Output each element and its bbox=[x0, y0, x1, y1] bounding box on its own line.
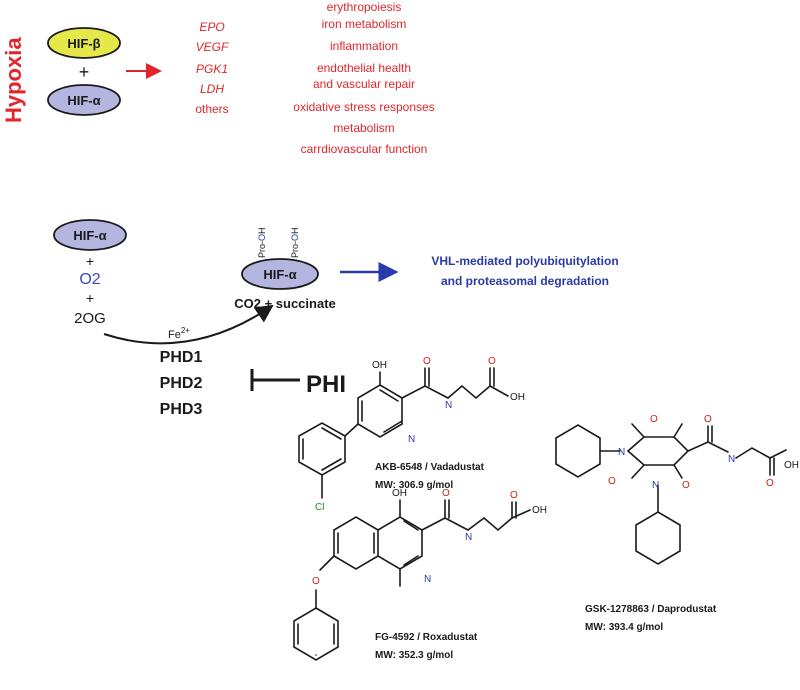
daprodustat-structure: N O O N O O N O OH bbox=[555, 414, 799, 565]
hif-alpha-node-top bbox=[47, 84, 121, 116]
atom-label: N bbox=[728, 454, 735, 465]
pro-label: Pro bbox=[290, 244, 300, 258]
hydroxy-o: O bbox=[257, 234, 267, 241]
atom-label: N bbox=[445, 400, 452, 411]
atom-label: O bbox=[510, 490, 518, 501]
atom-label: OH bbox=[510, 392, 525, 403]
function-item: inflammation bbox=[330, 39, 398, 53]
atom-label: N bbox=[652, 480, 659, 491]
daprodustat-mw: MW: 393.4 g/mol bbox=[585, 622, 663, 633]
vhl-degradation-line2: and proteasomal degradation bbox=[441, 274, 609, 288]
function-item: and vascular repair bbox=[313, 77, 415, 91]
target-gene: EPO bbox=[199, 20, 224, 34]
atom-label: O bbox=[423, 356, 431, 367]
hif-functions: erythropoiesis iron metabolism inflammat… bbox=[293, 0, 434, 156]
oxygen-label: O2 bbox=[79, 271, 100, 288]
hif-alpha-label-hydroxylated: HIF-α bbox=[263, 267, 296, 282]
atom-label: N bbox=[408, 434, 415, 445]
vadadustat-name: AKB-6548 / Vadadustat bbox=[375, 462, 485, 473]
two-og-label: 2OG bbox=[74, 310, 106, 327]
hydroxy-h: H bbox=[290, 227, 300, 234]
function-item: endothelial health bbox=[317, 61, 411, 75]
atom-label: O bbox=[442, 488, 450, 499]
hypoxia-label: Hypoxia bbox=[1, 37, 26, 123]
hif-beta-node bbox=[47, 27, 121, 59]
atom-label: O bbox=[704, 414, 712, 425]
atom-label: N bbox=[618, 447, 625, 458]
hydroxy-h: H bbox=[257, 227, 267, 234]
roxadustat-structure: OH O N O OH N O bbox=[293, 488, 547, 661]
vhl-degradation-line1: VHL-mediated polyubiquitylation bbox=[431, 254, 618, 268]
target-gene: VEGF bbox=[196, 40, 229, 54]
atom-label: N bbox=[424, 574, 431, 585]
phd-enzymes: PHD1 PHD2 PHD3 bbox=[160, 349, 203, 418]
atom-label: Cl bbox=[315, 502, 324, 513]
atom-label: O bbox=[650, 414, 658, 425]
hif-alpha-node-hydroxylated bbox=[241, 258, 319, 290]
function-item: oxidative stress responses bbox=[293, 100, 434, 114]
pro-oh-2: Pro-OH bbox=[290, 227, 300, 258]
atom-label: OH bbox=[784, 460, 799, 471]
function-item: iron metabolism bbox=[322, 17, 407, 31]
function-item: erythropoiesis bbox=[327, 0, 402, 14]
roxadustat-name: FG-4592 / Roxadustat bbox=[375, 632, 478, 643]
hydroxylated-prolines: Pro-OH Pro-OH bbox=[257, 227, 300, 258]
bond-dash: - bbox=[290, 241, 300, 244]
oxygen-symbol: O2 bbox=[79, 271, 100, 288]
function-item: carrdiovascular function bbox=[301, 142, 428, 156]
target-gene: others bbox=[195, 102, 228, 116]
plus-o2: + bbox=[86, 253, 94, 269]
iron-cofactor: Fe2+ bbox=[168, 326, 190, 341]
vadadustat-structure: OH N O N O OH Cl bbox=[298, 356, 525, 513]
pro-label: Pro bbox=[257, 244, 267, 258]
bond-dash: - bbox=[257, 241, 267, 244]
vadadustat-mw: MW: 306.9 g/mol bbox=[375, 480, 453, 491]
reaction-arrow bbox=[103, 304, 274, 345]
daprodustat-name: GSK-1278863 / Daprodustat bbox=[585, 604, 717, 615]
atom-label: OH bbox=[372, 360, 387, 371]
plus-2og: + bbox=[86, 290, 94, 306]
phd-label: PHD2 bbox=[160, 375, 203, 392]
atom-label: O bbox=[488, 356, 496, 367]
atom-label: O bbox=[766, 478, 774, 489]
atom-label: O bbox=[608, 476, 616, 487]
plus-top: + bbox=[79, 62, 90, 82]
target-gene: LDH bbox=[200, 82, 224, 96]
phd-label: PHD3 bbox=[160, 401, 203, 418]
hif-alpha-node-left bbox=[53, 219, 127, 251]
byproducts-label: CO2 + succinate bbox=[234, 296, 336, 311]
target-genes: EPO VEGF PGK1 LDH others bbox=[195, 20, 229, 116]
iron-symbol: Fe bbox=[168, 329, 181, 341]
hydroxy-o: O bbox=[290, 234, 300, 241]
atom-label: OH bbox=[532, 505, 547, 516]
iron-charge: 2+ bbox=[181, 326, 190, 335]
atom-label: N bbox=[465, 532, 472, 543]
roxadustat-mw: MW: 352.3 g/mol bbox=[375, 650, 453, 661]
phi-label: PHI bbox=[306, 371, 346, 398]
hif-beta-label: HIF-β bbox=[67, 36, 100, 51]
hif-alpha-label-top: HIF-α bbox=[67, 93, 100, 108]
atom-label: O bbox=[312, 576, 320, 587]
pro-oh-1: Pro-OH bbox=[257, 227, 267, 258]
function-item: metabolism bbox=[333, 121, 394, 135]
atom-label: OH bbox=[392, 488, 407, 499]
target-gene: PGK1 bbox=[196, 62, 228, 76]
phd-label: PHD1 bbox=[160, 349, 203, 366]
hif-alpha-label-left: HIF-α bbox=[73, 228, 106, 243]
atom-label: O bbox=[682, 480, 690, 491]
